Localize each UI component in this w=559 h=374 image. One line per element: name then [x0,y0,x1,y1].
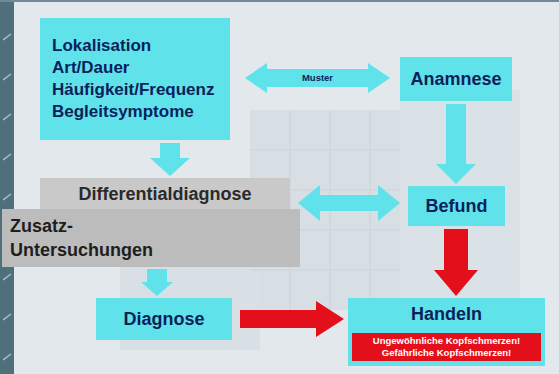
node-text: Begleitsymptome [52,101,220,123]
node-text: Diagnose [123,308,204,330]
top-rule [0,0,559,2]
block-arrow [240,301,344,337]
node-text: Zusatz- Untersuchungen [10,214,153,262]
block-arrow [245,63,390,93]
node-text: Befund [426,195,488,217]
node-text: Differentialdiagnose [78,183,251,205]
process-box: Anamnese [400,57,512,101]
grey-band: Differentialdiagnose [40,178,290,209]
side-stripe [0,0,14,374]
node-text: Ungewöhnliche Kopfschmerzen! Gefährliche… [355,335,538,359]
node-text: Häufigkeit/Frequenz [52,79,220,101]
block-arrow [436,104,476,184]
process-box: Befund [408,186,505,226]
warning-box: Ungewöhnliche Kopfschmerzen! Gefährliche… [352,333,541,361]
edge-label: Muster [300,72,335,84]
block-arrow [434,229,478,296]
criteria-box: LokalisationArt/DauerHäufigkeit/Frequenz… [40,18,230,140]
grey-band: Zusatz- Untersuchungen [2,209,300,267]
node-text: Anamnese [410,68,501,90]
block-arrow [298,185,400,221]
action-box: HandelnUngewöhnliche Kopfschmerzen! Gefä… [348,298,545,366]
node-text: Art/Dauer [52,57,220,79]
block-arrow [150,143,190,176]
node-text: Lokalisation [52,35,220,57]
process-box: Diagnose [96,298,232,340]
block-arrow [141,269,173,296]
stripe-ticks [3,34,11,360]
node-text: Handeln [411,303,482,325]
